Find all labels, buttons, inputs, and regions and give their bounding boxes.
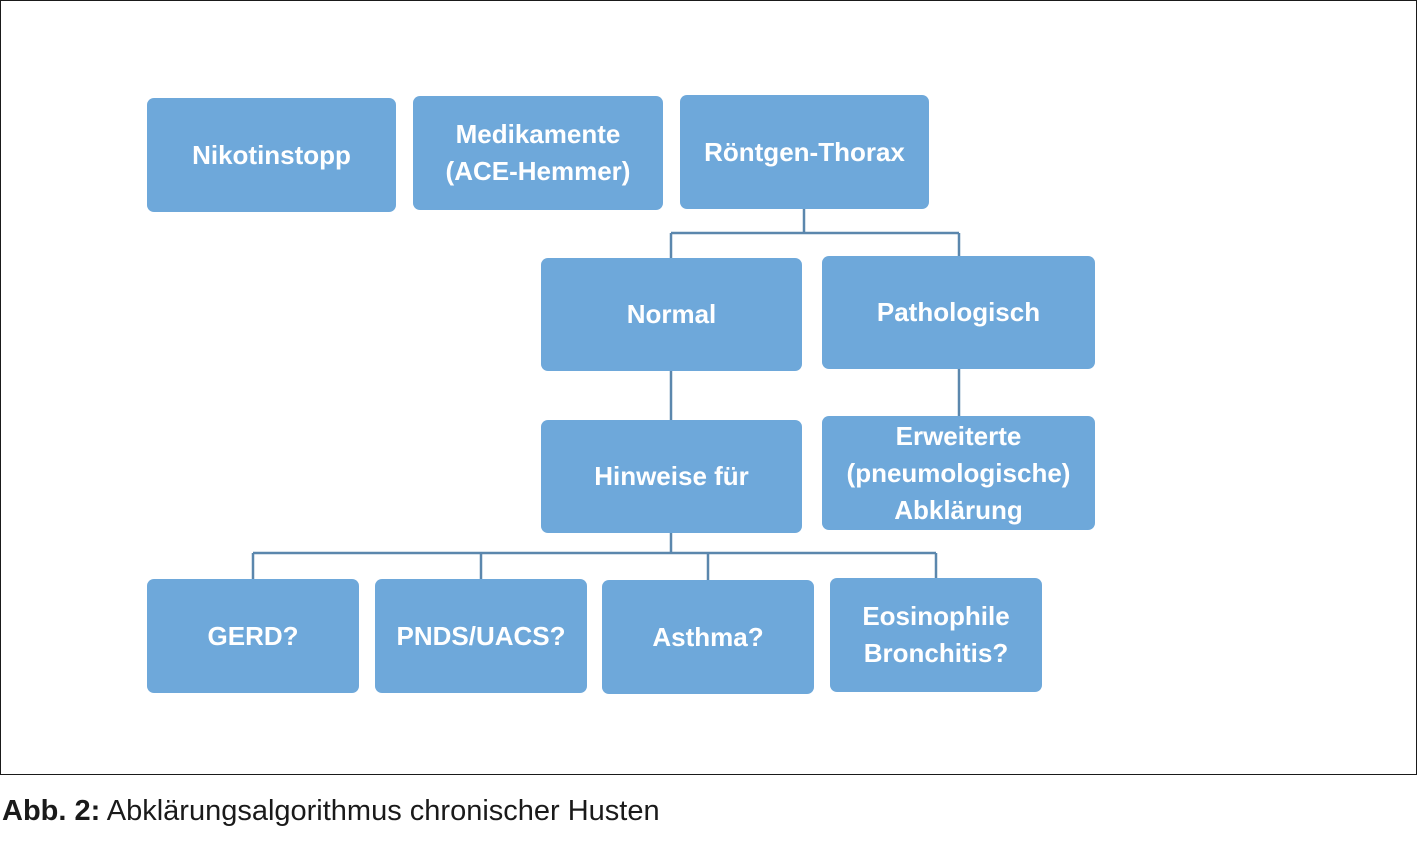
node-pnds-uacs: PNDS/UACS? [375, 579, 587, 693]
node-medikamente: Medikamente (ACE-Hemmer) [413, 96, 663, 210]
node-roentgen-thorax: Röntgen-Thorax [680, 95, 929, 209]
node-gerd: GERD? [147, 579, 359, 693]
caption-text: Abklärungsalgorithmus chronischer Husten [100, 795, 660, 827]
caption-label: Abb. 2: [2, 795, 101, 827]
node-hinweise-fuer: Hinweise für [541, 420, 802, 533]
figure-caption: Abb. 2: Abklärungsalgorithmus chronische… [2, 795, 660, 828]
node-eosinophile-bronchitis: Eosinophile Bronchitis? [830, 578, 1042, 692]
node-nikotinstopp: Nikotinstopp [147, 98, 396, 212]
figure-frame: Nikotinstopp Medikamente (ACE-Hemmer) Rö… [0, 0, 1417, 775]
node-asthma: Asthma? [602, 580, 814, 694]
node-normal: Normal [541, 258, 802, 371]
node-erweiterte-abklaerung: Erweiterte (pneumologische) Abklärung [822, 416, 1095, 530]
node-pathologisch: Pathologisch [822, 256, 1095, 369]
